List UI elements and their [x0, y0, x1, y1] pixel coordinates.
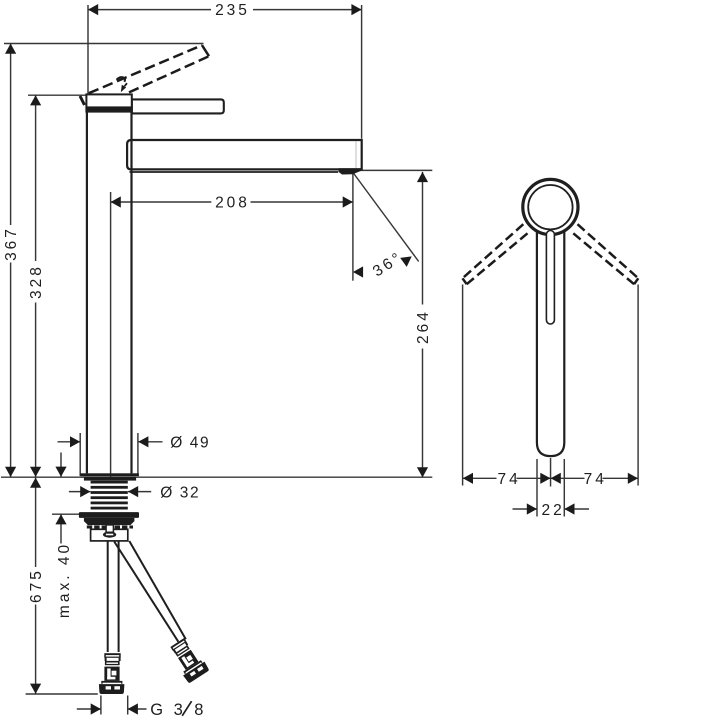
svg-text:74: 74 [584, 471, 607, 488]
svg-text:264: 264 [415, 309, 432, 344]
svg-text:max. 40: max. 40 [56, 542, 73, 618]
svg-text:G: G [150, 701, 163, 719]
svg-text:74: 74 [497, 471, 520, 488]
svg-text:208: 208 [215, 195, 250, 212]
svg-text:22: 22 [541, 502, 564, 519]
svg-text:8: 8 [194, 701, 203, 719]
svg-text:Ø 49: Ø 49 [170, 434, 210, 451]
svg-text:235: 235 [215, 2, 250, 19]
svg-text:328: 328 [28, 264, 45, 299]
svg-text:675: 675 [28, 568, 45, 603]
svg-text:Ø 32: Ø 32 [160, 484, 200, 501]
svg-text:367: 367 [3, 226, 20, 261]
svg-text:3: 3 [174, 701, 183, 719]
